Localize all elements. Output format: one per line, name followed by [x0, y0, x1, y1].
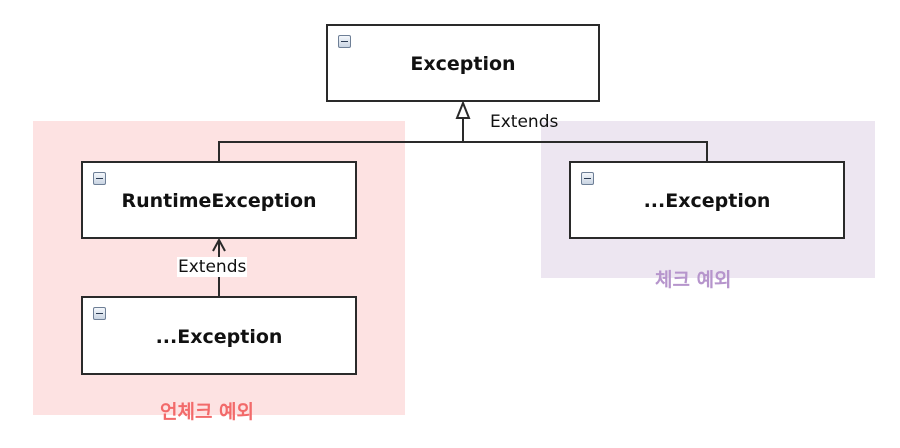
unchecked-exception-class-title: ...Exception: [155, 326, 283, 348]
runtime-exception-class-box: RuntimeException: [81, 161, 357, 239]
collapse-icon[interactable]: [338, 35, 351, 48]
exception-class-title: Exception: [410, 53, 516, 75]
checked-exception-class-title: ...Exception: [643, 190, 771, 212]
runtime-exception-class-title: RuntimeException: [121, 190, 317, 212]
connector-checked-to-exception: [463, 141, 708, 161]
extends-label-top: Extends: [490, 112, 559, 132]
collapse-icon[interactable]: [581, 172, 594, 185]
open-arrow-head: [212, 237, 226, 252]
connector-runtime-to-exception: [218, 141, 463, 161]
collapse-icon[interactable]: [93, 172, 106, 185]
collapse-icon[interactable]: [93, 307, 106, 320]
inheritance-arrow-head: [455, 100, 471, 119]
unchecked-exception-class-box: ...Exception: [81, 296, 357, 375]
checked-exception-class-box: ...Exception: [569, 161, 845, 239]
exception-class-box: Exception: [326, 24, 600, 102]
unchecked-region-label: 언체크 예외: [160, 401, 255, 423]
extends-label-mid: Extends: [177, 257, 248, 277]
checked-region-label: 체크 예외: [655, 269, 732, 291]
